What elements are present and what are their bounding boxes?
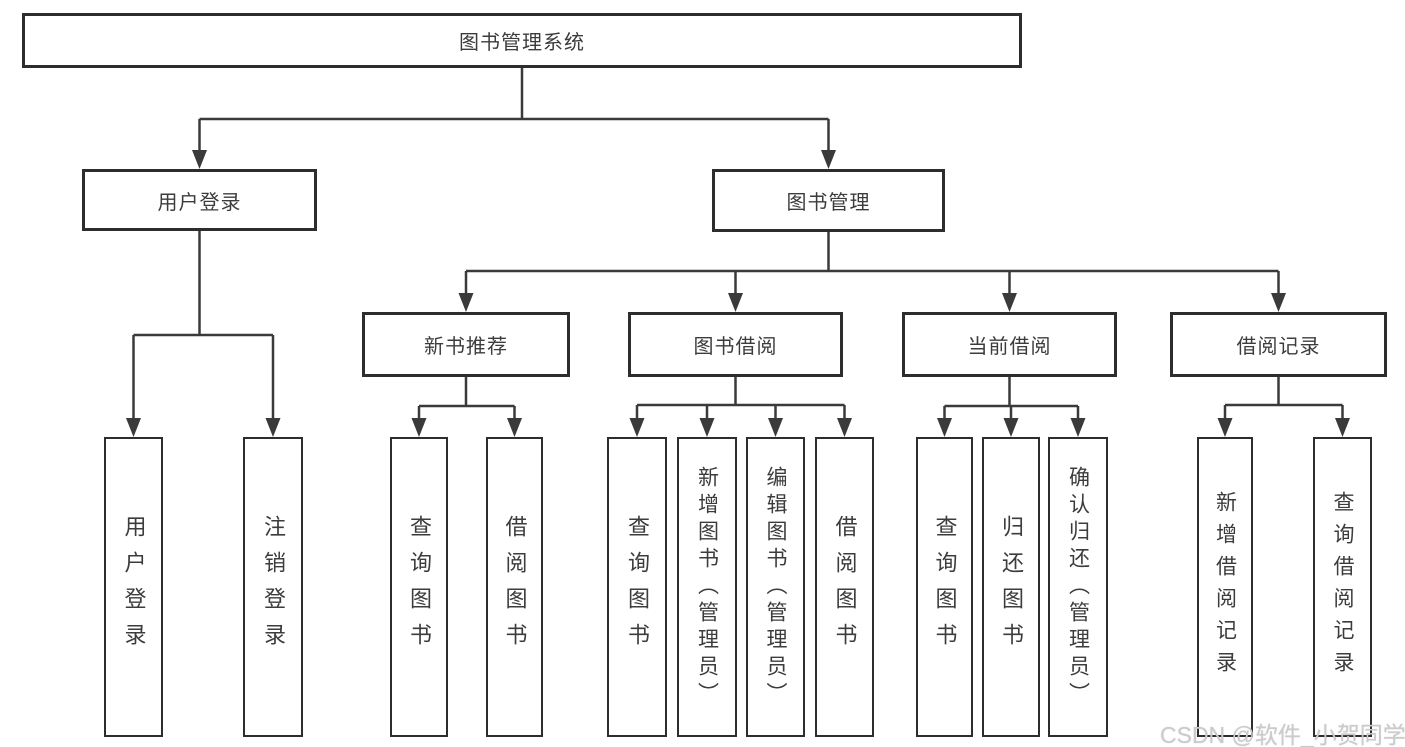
csdn-watermark: CSDN @软件_小贺同学: [1160, 722, 1405, 747]
node-book-borrowing: 图书借阅: [628, 312, 843, 377]
node-cb-query-books-label: 查询图书: [932, 515, 958, 659]
node-root-label: 图书管理系统: [459, 32, 585, 54]
node-book-management-module-label: 图书管理: [786, 192, 871, 214]
node-bb-edit-books-admin: 编辑图书（管理员）: [746, 437, 805, 737]
node-bb-borrow-books-label: 借阅图书: [832, 515, 858, 659]
node-nb-query-books-label: 查询图书: [407, 515, 432, 659]
node-cb-return-books-label: 归还图书: [999, 515, 1024, 659]
node-br-query-record: 查询借阅记录: [1313, 437, 1372, 737]
node-user-login-action-label: 用户登录: [121, 515, 147, 659]
node-nb-borrow-books-label: 借阅图书: [502, 515, 528, 659]
node-cb-return-books: 归还图书: [982, 437, 1040, 737]
node-nb-borrow-books: 借阅图书: [486, 437, 543, 737]
node-borrowing-records-label: 借阅记录: [1236, 336, 1321, 358]
node-bb-edit-books-admin-label: 编辑图书（管理员）: [764, 465, 787, 709]
node-new-book-recommend-label: 新书推荐: [424, 336, 508, 358]
node-bb-query-books: 查询图书: [607, 437, 667, 737]
node-user-login-module: 用户登录: [82, 169, 317, 231]
node-user-login-action: 用户登录: [104, 437, 163, 737]
node-user-login-module-label: 用户登录: [157, 191, 242, 214]
node-logout-action-label: 注销登录: [261, 515, 286, 659]
node-bb-query-books-label: 查询图书: [625, 515, 650, 659]
node-new-book-recommend: 新书推荐: [362, 312, 570, 377]
node-bb-borrow-books: 借阅图书: [815, 437, 874, 737]
node-cb-query-books: 查询图书: [916, 437, 973, 737]
node-cb-confirm-return-admin-label: 确认归还（管理员）: [1066, 465, 1090, 709]
node-cb-confirm-return-admin: 确认归还（管理员）: [1048, 437, 1108, 737]
node-logout-action: 注销登录: [243, 437, 303, 737]
node-current-borrowing: 当前借阅: [902, 312, 1117, 377]
node-br-add-record: 新增借阅记录: [1197, 437, 1253, 737]
node-root: 图书管理系统: [22, 13, 1022, 68]
node-br-query-record-label: 查询借阅记录: [1331, 491, 1354, 683]
node-borrowing-records: 借阅记录: [1170, 312, 1387, 377]
node-bb-add-books-admin-label: 新增图书（管理员）: [695, 465, 719, 709]
node-nb-query-books: 查询图书: [390, 437, 448, 737]
node-book-management-module: 图书管理: [712, 169, 945, 232]
node-br-add-record-label: 新增借阅记录: [1213, 491, 1237, 683]
node-book-borrowing-label: 图书借阅: [693, 336, 778, 358]
node-bb-add-books-admin: 新增图书（管理员）: [677, 437, 737, 737]
node-current-borrowing-label: 当前借阅: [967, 336, 1052, 358]
